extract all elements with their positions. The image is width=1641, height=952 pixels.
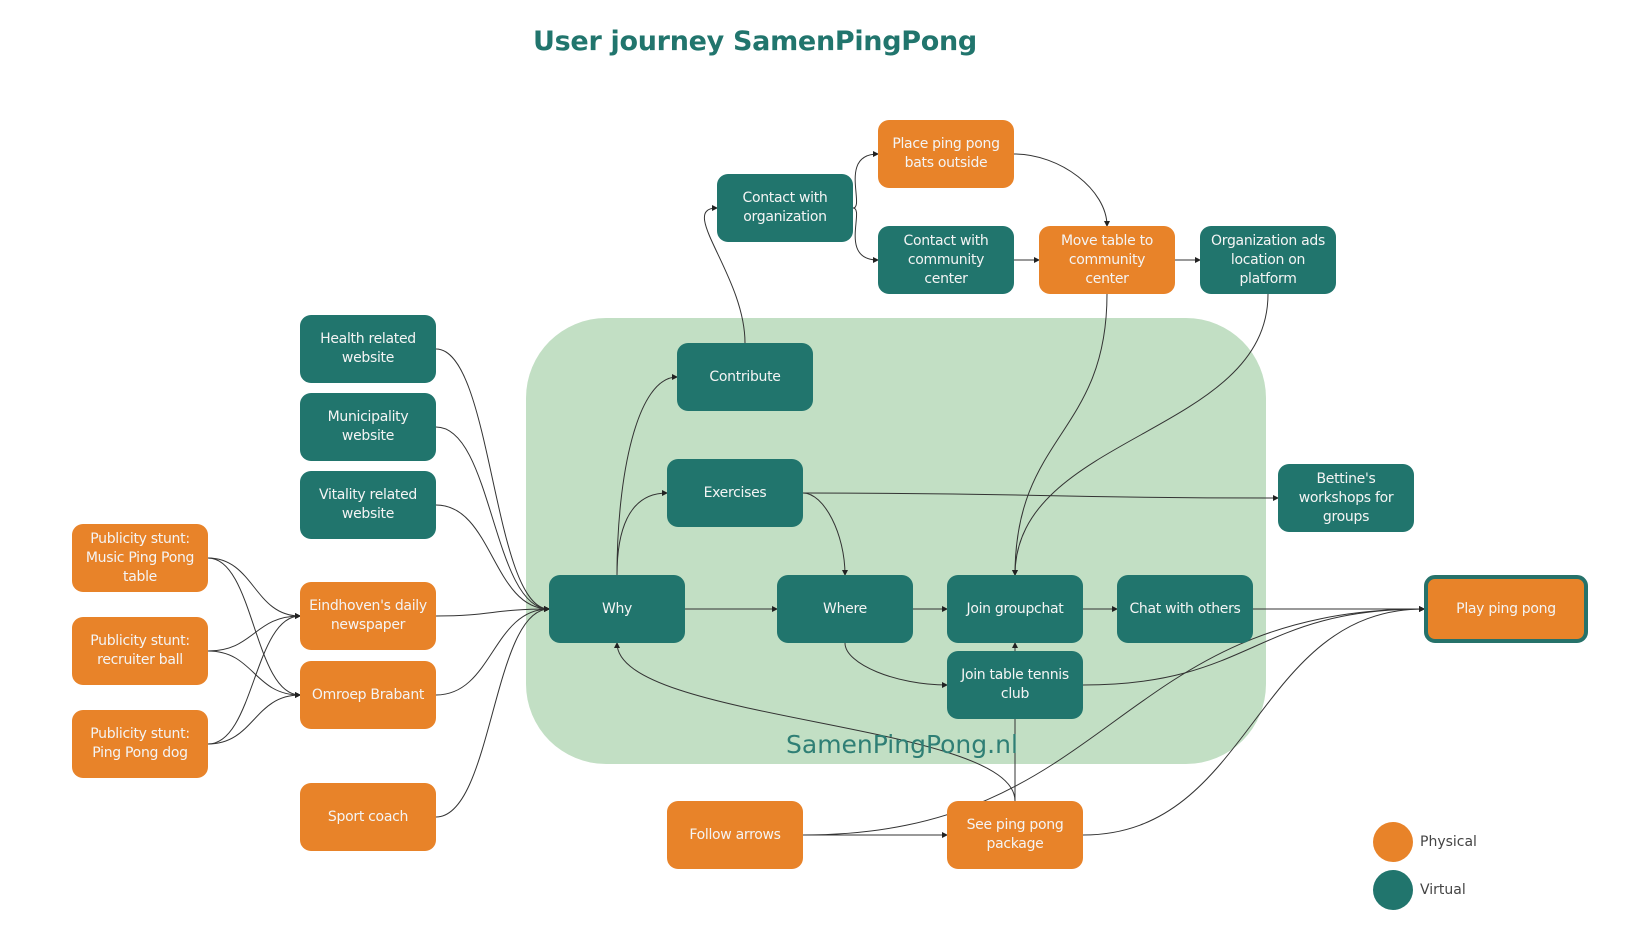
node-label: Move table to community center	[1060, 232, 1154, 287]
node-health-related-website[interactable]: Health related website	[300, 315, 436, 383]
edge-contact_org-to-contact_cc	[852, 207, 879, 263]
node-eindhoven-daily-newspaper[interactable]: Eindhoven's daily newspaper	[300, 582, 436, 650]
node-contact-with-community-center[interactable]: Contact with community center	[878, 226, 1014, 294]
edge-bats-to-move_table	[1013, 153, 1110, 227]
diagram-title: User journey SamenPingPong	[533, 26, 977, 57]
edge-package-to-play	[1082, 606, 1425, 836]
node-bettines-workshops[interactable]: Bettine's workshops for groups	[1278, 464, 1414, 532]
node-label: Join groupchat	[966, 600, 1064, 617]
edge-why-to-contribute	[616, 374, 678, 576]
edge-follow-to-play	[802, 606, 1425, 836]
edge-why-to-exercises	[616, 490, 668, 576]
node-label: Contribute	[709, 368, 781, 385]
edge-stunt_dog-to-newspaper	[207, 613, 301, 745]
node-label: Join table tennis club	[961, 667, 1069, 702]
node-contribute[interactable]: Contribute	[677, 343, 813, 411]
edge-municipality-to-why	[435, 426, 550, 612]
node-omroep-brabant[interactable]: Omroep Brabant	[300, 661, 436, 729]
node-label: Vitality related website	[319, 487, 417, 522]
node-why[interactable]: Why	[549, 575, 685, 643]
edge-stunt_recruiter-to-newspaper	[207, 613, 301, 652]
node-label: Omroep Brabant	[311, 686, 425, 703]
node-label: Bettine's workshops for groups	[1298, 470, 1394, 525]
edge-contact_org-to-bats	[852, 151, 879, 209]
edge-omroep-to-why	[435, 606, 550, 696]
edge-newspaper-to-why	[435, 606, 550, 617]
edge-stunt_music-to-omroep	[207, 557, 301, 698]
edge-club-to-play	[1082, 606, 1425, 686]
node-label: Exercises	[703, 484, 767, 501]
edge-vitality-to-why	[435, 504, 550, 612]
edge-stunt_music-to-newspaper	[207, 557, 301, 619]
legend-physical-label: Physical	[1420, 834, 1477, 850]
node-play-ping-pong[interactable]: Play ping pong	[1424, 575, 1588, 643]
node-where[interactable]: Where	[777, 575, 913, 643]
node-contact-with-organization[interactable]: Contact with organization	[717, 174, 853, 242]
edge-package-to-why	[614, 642, 1016, 802]
node-move-table-to-community-center[interactable]: Move table to community center	[1039, 226, 1175, 294]
region-label: SamenPingPong.nl	[786, 730, 1018, 759]
node-follow-arrows[interactable]: Follow arrows	[667, 801, 803, 869]
node-label: Contact with organization	[742, 190, 828, 225]
node-exercises[interactable]: Exercises	[667, 459, 803, 527]
edge-exercises-to-bettine	[802, 492, 1279, 501]
node-label: Publicity stunt: Music Ping Pong table	[85, 530, 195, 585]
node-label: Where	[823, 600, 867, 617]
node-chat-with-others[interactable]: Chat with others	[1117, 575, 1253, 643]
node-place-ping-pong-bats-outside[interactable]: Place ping pong bats outside	[878, 120, 1014, 188]
edge-move_table-to-groupchat	[1012, 293, 1108, 576]
node-sport-coach[interactable]: Sport coach	[300, 783, 436, 851]
edge-contribute-to-contact_org	[704, 205, 746, 344]
node-publicity-stunt-music-table[interactable]: Publicity stunt: Music Ping Pong table	[72, 524, 208, 592]
node-label: Publicity stunt: Ping Pong dog	[90, 726, 190, 761]
edge-exercises-to-where	[802, 492, 848, 576]
node-vitality-related-website[interactable]: Vitality related website	[300, 471, 436, 539]
node-join-groupchat[interactable]: Join groupchat	[947, 575, 1083, 643]
node-label: Eindhoven's daily newspaper	[309, 598, 427, 633]
node-label: Organization ads location on platform	[1211, 232, 1325, 287]
edge-stunt_recruiter-to-omroep	[207, 650, 301, 698]
node-label: Play ping pong	[1456, 600, 1556, 617]
samenpingpong-website-region	[526, 318, 1266, 764]
node-label: Municipality website	[327, 409, 409, 444]
legend-physical-swatch	[1373, 822, 1413, 862]
node-publicity-stunt-ping-pong-dog[interactable]: Publicity stunt: Ping Pong dog	[72, 710, 208, 778]
edge-health-to-why	[435, 348, 550, 612]
node-label: Place ping pong bats outside	[892, 136, 1000, 171]
edge-stunt_dog-to-omroep	[207, 692, 301, 745]
node-label: Health related website	[320, 331, 416, 366]
node-publicity-stunt-recruiter-ball[interactable]: Publicity stunt: recruiter ball	[72, 617, 208, 685]
edge-org_ads-to-groupchat	[1012, 293, 1269, 576]
legend-virtual-swatch	[1373, 870, 1413, 910]
legend-virtual-label: Virtual	[1420, 882, 1466, 898]
node-label: Chat with others	[1129, 600, 1241, 617]
node-label: Sport coach	[327, 808, 409, 825]
node-label: Why	[601, 600, 633, 617]
node-label: Follow arrows	[689, 826, 781, 843]
node-see-ping-pong-package[interactable]: See ping pong package	[947, 801, 1083, 869]
node-join-table-tennis-club[interactable]: Join table tennis club	[947, 651, 1083, 719]
node-label: Publicity stunt: recruiter ball	[90, 633, 190, 668]
node-label: Contact with community center	[903, 232, 989, 287]
node-label: See ping pong package	[966, 817, 1064, 852]
node-municipality-website[interactable]: Municipality website	[300, 393, 436, 461]
node-organization-ads-location[interactable]: Organization ads location on platform	[1200, 226, 1336, 294]
edge-where-to-club	[844, 642, 948, 688]
edge-sportcoach-to-why	[435, 606, 550, 818]
